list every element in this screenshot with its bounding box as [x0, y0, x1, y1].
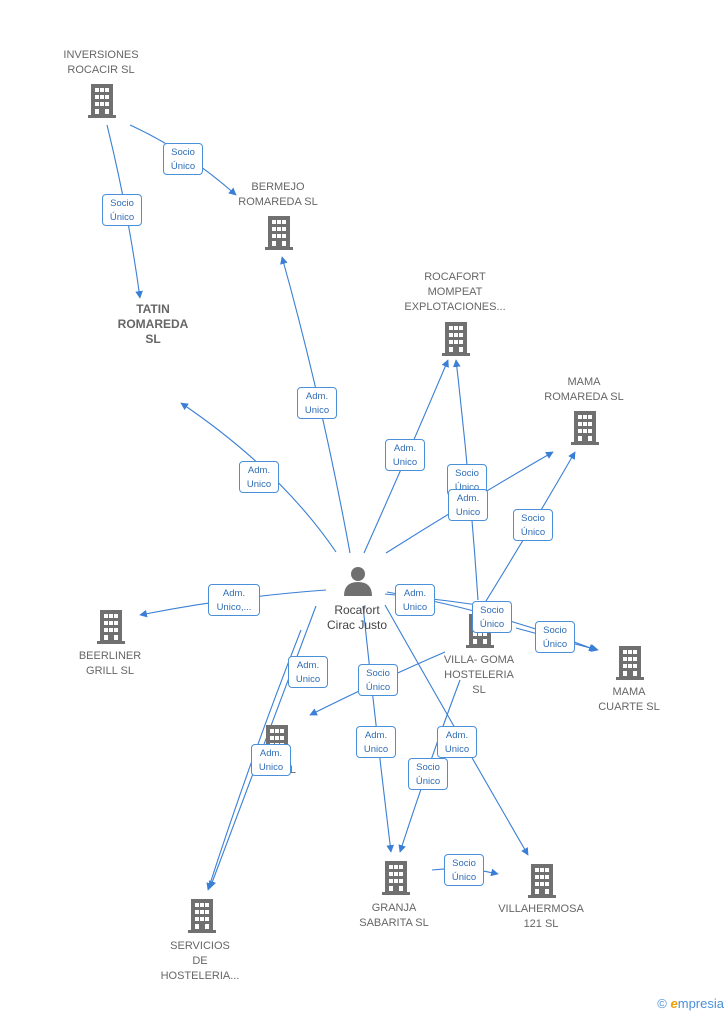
edge-label-11[interactable]: Adm. Unico [288, 656, 328, 688]
node-label-beerliner[interactable]: BEERLINER GRILL SL [78, 650, 142, 677]
building-icon-tatin[interactable] [140, 354, 168, 388]
edge-label-9[interactable]: Adm. Unico [448, 489, 488, 521]
copyright-symbol: © [657, 996, 667, 1011]
node-label-villahermosa[interactable]: VILLAHERMOSA 121 SL [498, 903, 584, 930]
node-label-mama_romareda[interactable]: MAMA ROMAREDA SL [544, 376, 624, 403]
edge-label-0[interactable]: Socio Único [163, 143, 203, 175]
node-label-rocafort_mompeat[interactable]: ROCAFORT MOMPEAT EXPLOTACIONES... [404, 271, 506, 313]
building-icon-mama_romareda[interactable] [571, 411, 599, 445]
edge-label-10[interactable]: Socio Único [535, 621, 575, 653]
edge-line-15 [384, 604, 529, 856]
edge-label-16[interactable]: Socio Único [408, 758, 448, 790]
edge-line-11 [208, 605, 317, 889]
building-icon-villahermosa[interactable] [528, 864, 556, 898]
edge-label-8[interactable]: Adm. Unico [395, 584, 435, 616]
edge-label-15[interactable]: Adm. Unico [437, 726, 477, 758]
node-label-bermejo[interactable]: BERMEJO ROMAREDA SL [238, 181, 318, 208]
edge-label-13[interactable]: Adm. Unico [251, 744, 291, 776]
building-icon-beerliner[interactable] [97, 610, 125, 644]
edge-label-7[interactable]: Adm. Unico,... [208, 584, 260, 616]
edge-label-6[interactable]: Socio Único [513, 509, 553, 541]
node-label-tatin[interactable]: TATIN ROMAREDA SL [117, 302, 189, 346]
building-icon-bermejo[interactable] [265, 216, 293, 250]
brand-initial: e [670, 996, 678, 1011]
edge-label-17[interactable]: Socio Único [444, 854, 484, 886]
node-label-servicios[interactable]: SERVICIOS DE HOSTELERIA... [160, 940, 240, 982]
empresia-logo: © empresia [657, 996, 724, 1011]
person-icon[interactable] [344, 567, 372, 596]
edge-label-3[interactable]: Adm. Unico [239, 461, 279, 493]
building-icon-inversiones[interactable] [88, 84, 116, 118]
node-label-villa_goma[interactable]: VILLA- GOMA HOSTELERIA SL [443, 654, 515, 696]
person-label[interactable]: Rocafort Cirac Justo [326, 603, 388, 632]
edge-label-2[interactable]: Adm. Unico [297, 387, 337, 419]
building-icon-servicios[interactable] [188, 899, 216, 933]
edge-line-14 [362, 605, 394, 853]
building-icon-granja[interactable] [382, 861, 410, 895]
brand-name: mpresia [677, 996, 724, 1011]
building-icon-mama_cuarte[interactable] [616, 646, 644, 680]
edge-label-4[interactable]: Adm. Unico [385, 439, 425, 471]
node-label-granja[interactable]: GRANJA SABARITA SL [359, 902, 429, 929]
edge-label-12[interactable]: Socio Único [358, 664, 398, 696]
node-label-mama_cuarte[interactable]: MAMA CUARTE SL [598, 686, 660, 713]
building-icon-rocafort_mompeat[interactable] [442, 322, 470, 356]
edge-label-18[interactable]: Socio Único [472, 601, 512, 633]
edge-label-1[interactable]: Socio Único [102, 194, 142, 226]
edge-label-14[interactable]: Adm. Unico [356, 726, 396, 758]
node-label-inversiones[interactable]: INVERSIONES ROCACIR SL [63, 49, 139, 76]
